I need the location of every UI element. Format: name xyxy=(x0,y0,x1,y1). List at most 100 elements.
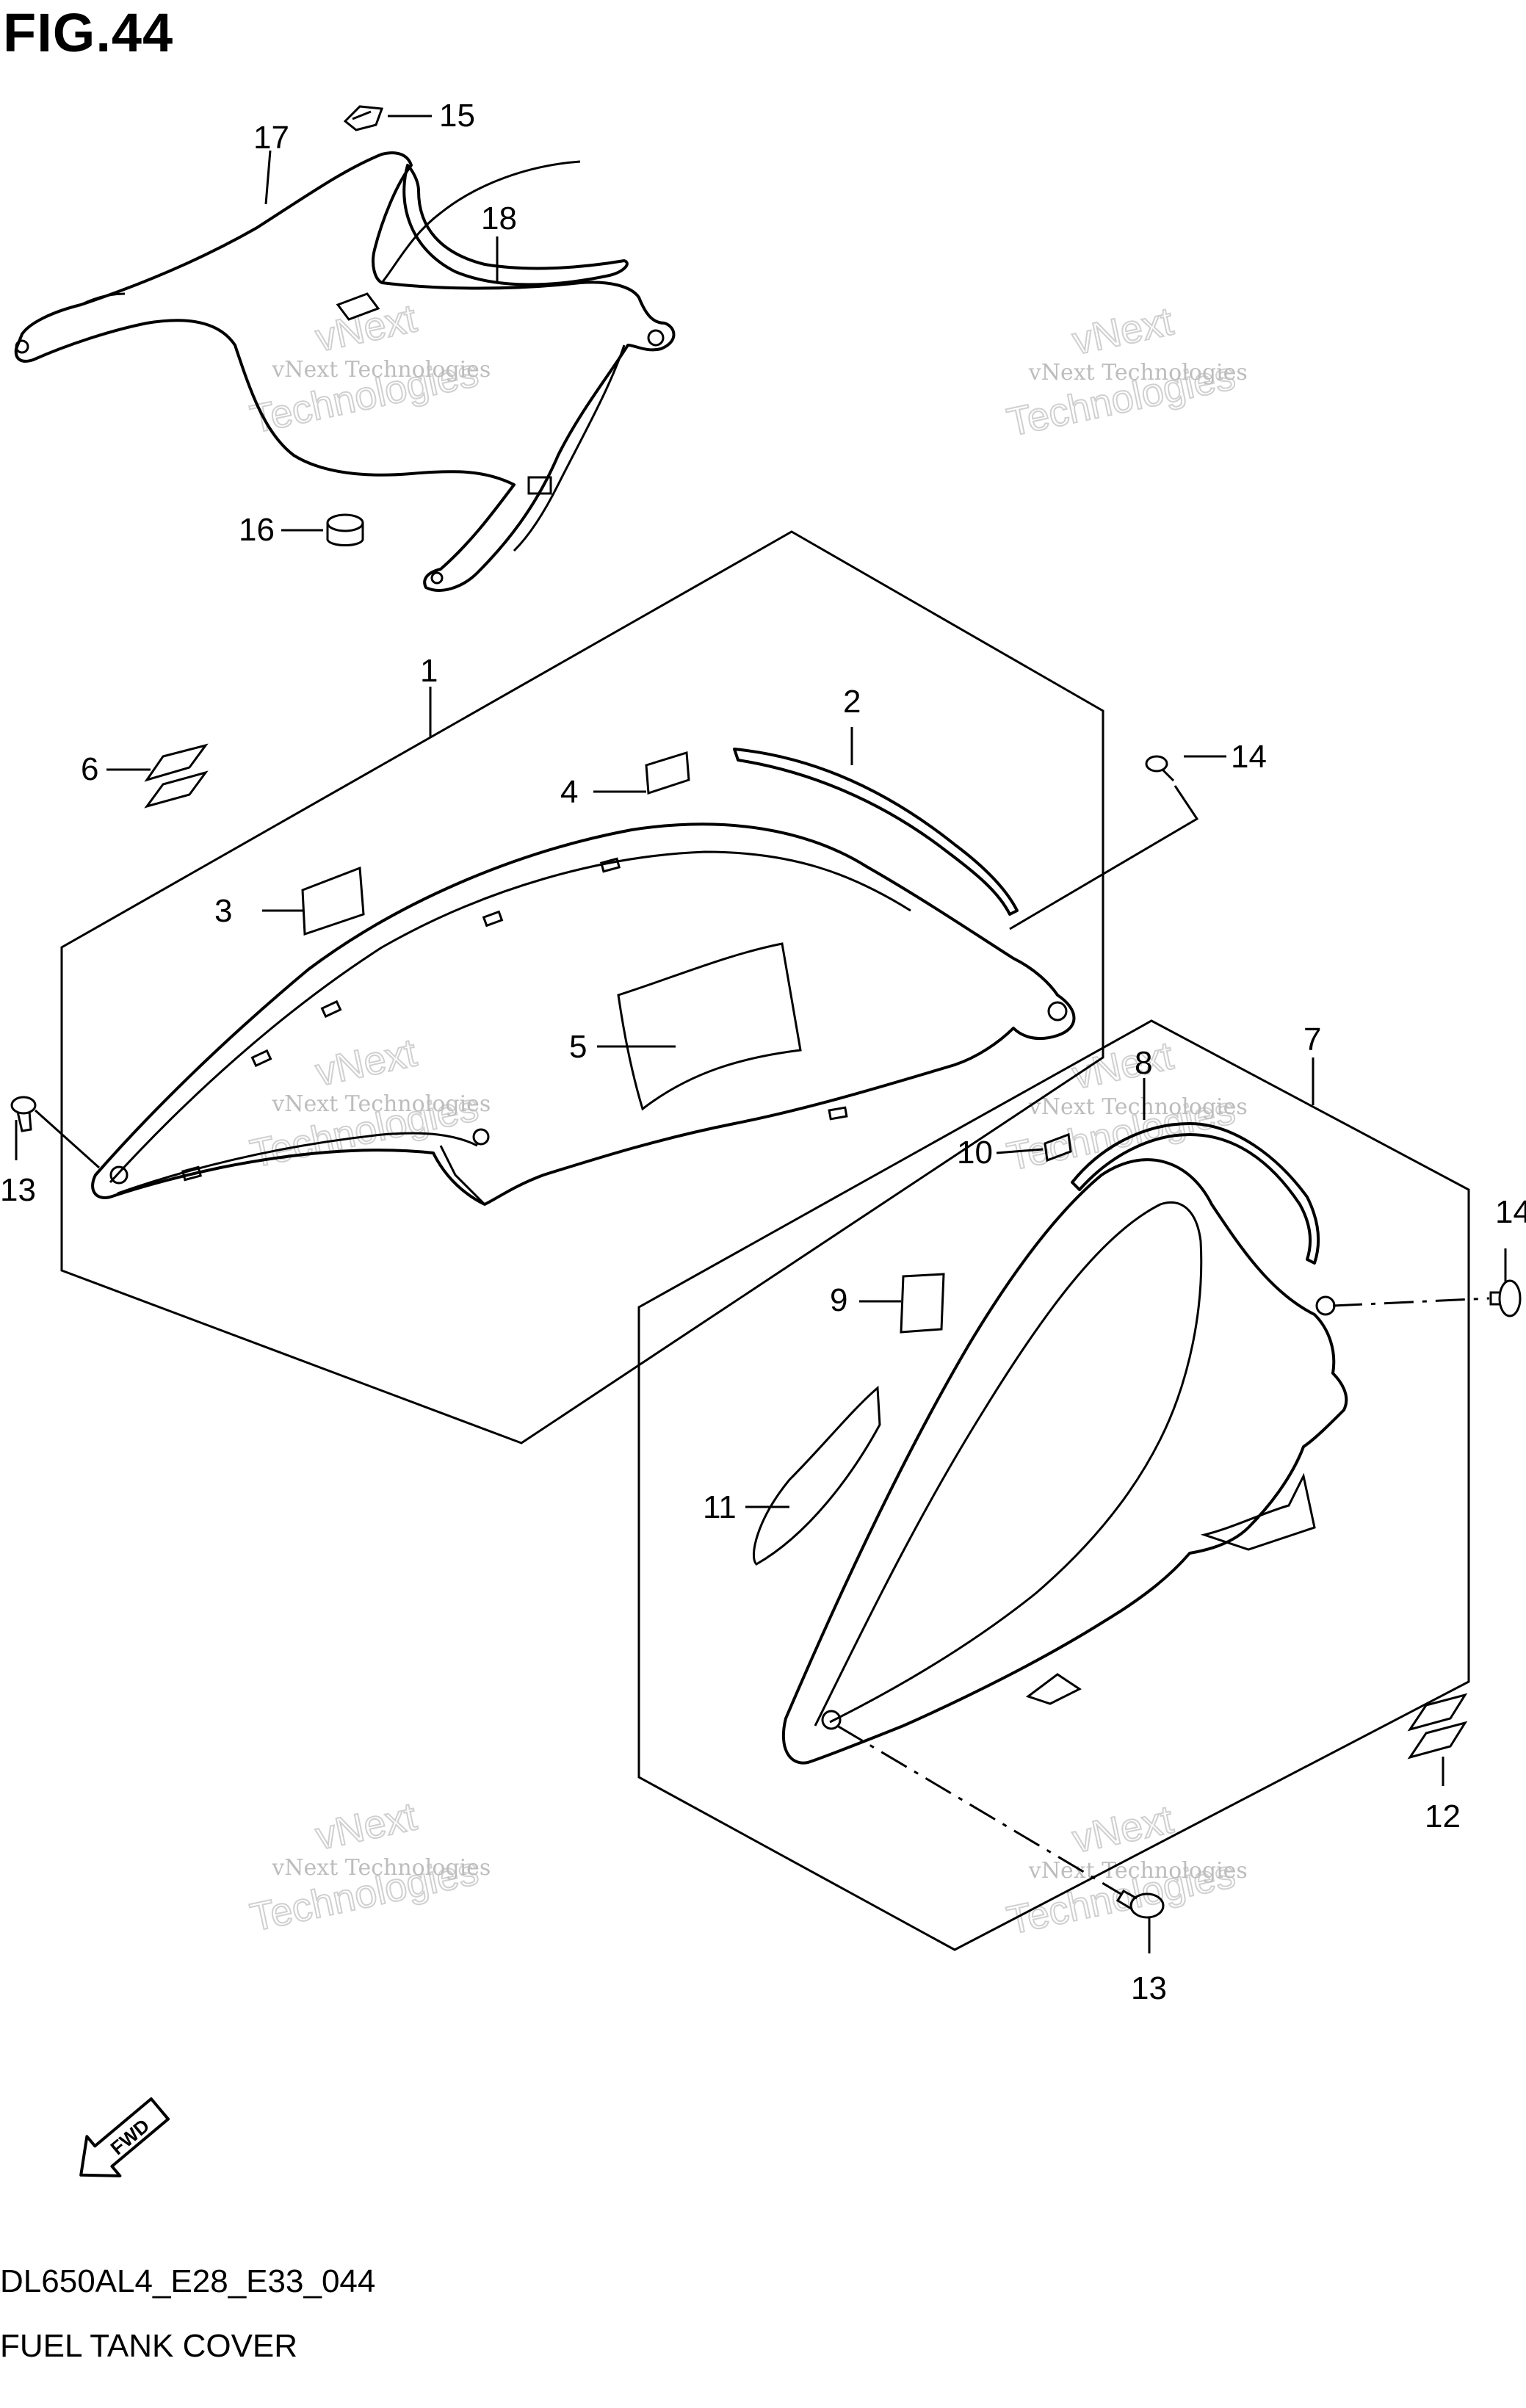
fwd-arrow: FWD xyxy=(79,2097,170,2177)
dashline-14-upper xyxy=(1009,785,1199,930)
part-7-hole-right xyxy=(1315,1295,1336,1316)
part-15-inner-edge xyxy=(80,292,126,306)
watermark-big-text: vNext xyxy=(312,1030,421,1094)
callout-15: 17 xyxy=(253,120,289,156)
watermark-topright: Technologies vNext vNext Technologies xyxy=(1002,298,1248,445)
part-18-grommet xyxy=(326,513,364,546)
part-11-sticker xyxy=(752,1385,881,1566)
part-7-inner-rim xyxy=(814,1201,1203,1727)
dashline-13-left xyxy=(34,1109,101,1169)
callout-labels: 17 18 15 16 1 2 3 4 5 6 7 8 9 10 11 12 1… xyxy=(0,98,1526,2006)
part-1-clip xyxy=(828,1106,848,1121)
watermark-midleft: Technologies vNext vNext Technologies xyxy=(246,1030,491,1176)
part-15-hole-left xyxy=(15,339,29,354)
part-1-clip xyxy=(482,910,504,928)
callout-14-upper: 14 xyxy=(1231,739,1267,775)
watermark-big-text: vNext xyxy=(1068,1033,1177,1097)
leader-10 xyxy=(996,1148,1044,1154)
part-16-trim-strip xyxy=(402,164,629,286)
watermark-small-text: vNext Technologies xyxy=(271,1855,491,1881)
part-2-trim-strip xyxy=(733,748,1019,916)
part-15-right-arm xyxy=(513,344,626,552)
callout-12: 12 xyxy=(1425,1798,1461,1834)
leader-15 xyxy=(264,150,272,205)
part-1-clip xyxy=(181,1165,203,1182)
part-5-sticker xyxy=(617,942,802,1111)
part-15-hole-bottom xyxy=(430,571,444,585)
callout-13-right: 13 xyxy=(1131,1970,1167,2006)
part-6-emblem xyxy=(144,743,209,809)
callout-8: 8 xyxy=(1135,1045,1152,1081)
watermark-big-text: vNext xyxy=(1068,299,1177,363)
part-7-cover-outline xyxy=(781,1158,1348,1765)
part-4-sticker xyxy=(645,751,690,795)
callout-2: 2 xyxy=(843,684,861,720)
part-1-inner-rim xyxy=(109,850,911,1184)
callout-1: 1 xyxy=(420,653,438,689)
part-1-flange xyxy=(439,1145,486,1206)
fwd-arrow-icon xyxy=(79,2097,170,2177)
callout-11: 11 xyxy=(703,1489,737,1525)
right-cover-frame xyxy=(637,1019,1470,1951)
part-14-screw-upper xyxy=(1145,755,1175,782)
part-1-hole-left xyxy=(109,1165,129,1185)
dashline-14-right xyxy=(1332,1297,1490,1307)
callout-9: 9 xyxy=(830,1282,847,1318)
callout-7: 7 xyxy=(1303,1022,1321,1057)
dashline-13-right xyxy=(836,1724,1123,1896)
watermark-big-text: vNext xyxy=(312,296,421,360)
callout-4: 4 xyxy=(560,774,578,810)
watermark-small-text: vNext Technologies xyxy=(1028,1094,1248,1120)
left-cover-frame xyxy=(60,530,1104,1445)
watermark-small-text: vNext Technologies xyxy=(1028,360,1248,386)
callout-17: 15 xyxy=(439,98,475,134)
drawing-code: DL650AL4_E28_E33_044 xyxy=(0,2263,376,2299)
part-15-tab xyxy=(527,476,552,495)
callout-14-right: 14 xyxy=(1495,1194,1526,1230)
part-7-hole-left xyxy=(821,1710,842,1730)
part-1-clip xyxy=(599,857,621,873)
leader-lines xyxy=(15,115,1507,1953)
part-13-screw-right xyxy=(1115,1889,1165,1919)
part-1-clip xyxy=(250,1049,272,1068)
callout-10: 10 xyxy=(957,1135,993,1171)
watermark-group: Technologies vNext vNext Technologies Te… xyxy=(246,295,1248,1943)
part-3-sticker xyxy=(301,866,365,936)
part-1-hole-right xyxy=(1047,1001,1068,1022)
part-7-under-flange xyxy=(1025,1673,1082,1705)
callout-6: 6 xyxy=(81,751,98,787)
part-1-cover-outline xyxy=(91,822,1076,1206)
part-8-trim-strip xyxy=(1071,1122,1320,1265)
part-17-emblem xyxy=(343,105,384,131)
part-1-hole-bottom xyxy=(472,1128,490,1146)
part-15-detail xyxy=(336,292,380,321)
watermark-topleft: Technologies vNext vNext Technologies xyxy=(246,295,491,442)
part-10-sticker xyxy=(1044,1132,1072,1163)
part-14-screw-right xyxy=(1489,1279,1522,1317)
watermark-small-text: vNext Technologies xyxy=(271,1091,491,1117)
left-cover-group xyxy=(10,530,1175,1445)
figure-caption: FUEL TANK COVER xyxy=(0,2328,298,2364)
figure-title: FIG.44 xyxy=(3,2,174,63)
watermark-small-text: vNext Technologies xyxy=(271,357,491,383)
right-cover-group xyxy=(637,1019,1522,1951)
callout-5: 5 xyxy=(569,1029,587,1065)
part-12-emblem xyxy=(1407,1693,1468,1760)
watermark-small-text: vNext Technologies xyxy=(1028,1858,1248,1884)
callout-16: 18 xyxy=(481,200,517,236)
part-7-lower-bracket xyxy=(1200,1472,1316,1551)
part-15-inner-rim xyxy=(380,160,581,283)
part-1-lower-edge xyxy=(117,1132,478,1195)
part-9-sticker xyxy=(900,1273,945,1334)
part-15-outline xyxy=(14,151,676,592)
watermark-big-text: vNext xyxy=(1068,1797,1177,1861)
part-15-hole-right xyxy=(647,329,665,347)
watermark-lowleft: Technologies vNext vNext Technologies xyxy=(246,1793,491,1940)
callout-3: 3 xyxy=(214,893,232,929)
part-1-clip xyxy=(320,999,342,1019)
upper-cover-assembly xyxy=(14,105,676,592)
callout-18: 16 xyxy=(239,512,275,548)
callout-13-left: 13 xyxy=(0,1172,36,1208)
part-13-screw-left xyxy=(10,1096,37,1132)
